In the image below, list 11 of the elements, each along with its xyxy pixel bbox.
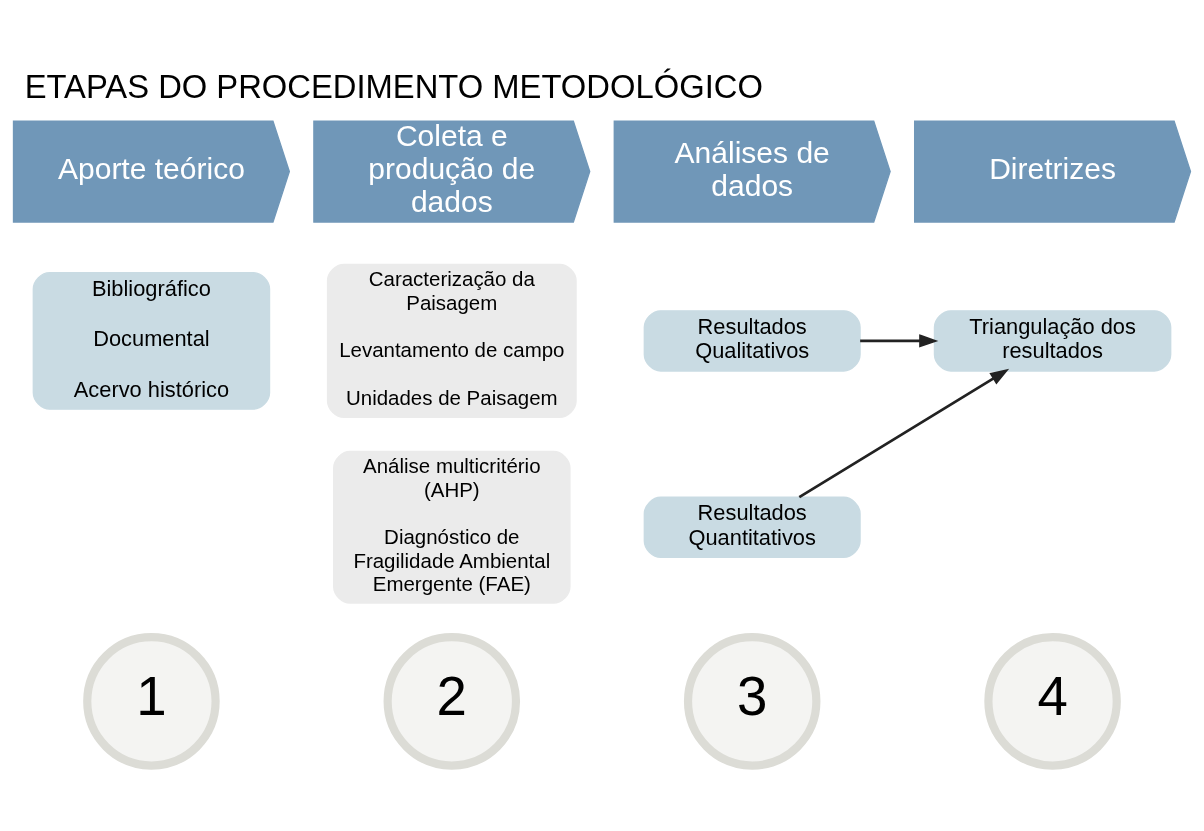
arrow — [798, 368, 1010, 498]
node-circle: 2 — [383, 632, 521, 770]
node-box: Resultados Qualitativos — [643, 309, 861, 372]
node-box: Triangulação dos resultados — [933, 309, 1172, 372]
node-circle: 3 — [683, 632, 821, 770]
node-box: Bibliográfico Documental Acervo histórico — [32, 271, 271, 410]
node-box: Resultados Quantitativos — [643, 496, 861, 558]
arrow — [860, 333, 939, 348]
node-circle: 1 — [83, 632, 220, 770]
node-circle: 4 — [984, 632, 1121, 770]
diagram-title: ETAPAS DO PROCEDIMENTO METODOLÓGICO — [24, 67, 763, 105]
